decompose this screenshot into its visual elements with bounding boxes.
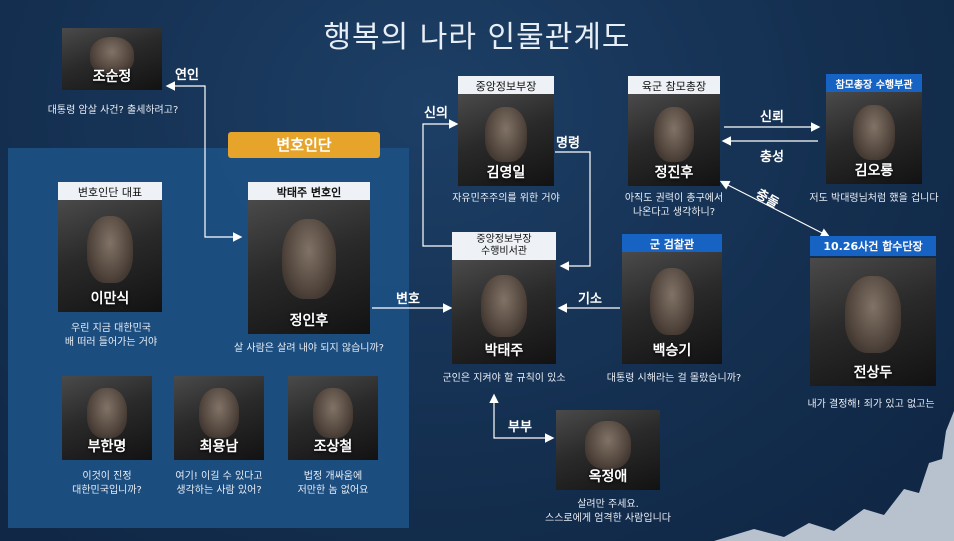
photo-lee: 이만식 (58, 200, 162, 312)
torn-paper-decoration (714, 411, 954, 541)
photo-choi: 최용남 (174, 376, 264, 460)
portrait-lee (87, 215, 133, 283)
photo-jo: 조상철 (288, 376, 378, 460)
line-spouse (489, 393, 555, 443)
role-kim-o: 참모총장 수행부관 (826, 74, 922, 93)
portrait-choi (199, 387, 239, 439)
portrait-jin (653, 106, 695, 163)
portrait-park (481, 274, 527, 337)
photo-ok: 옥정애 (556, 410, 660, 490)
name-lee: 이만식 (90, 291, 130, 307)
name-ok: 옥정애 (588, 469, 628, 485)
photo-boo: 부한명 (62, 376, 152, 460)
role-baek: 군 검찰관 (622, 234, 722, 254)
role-kim-yi: 중앙정보부장 (458, 76, 554, 96)
photo-jeon: 전상두 (810, 258, 936, 386)
quote-choi: 여기! 이길 수 있다고 생각하는 사람 있어? (175, 471, 263, 496)
quote-jo: 법정 개싸움에 저만한 놈 없어요 (297, 471, 369, 496)
photo-kim-o: 김오룡 (826, 92, 922, 184)
name-jo: 조상철 (313, 439, 353, 455)
name-jin: 정진후 (654, 165, 694, 181)
name-cho: 조순정 (92, 69, 132, 85)
quote-jung: 살 사람은 살려 내야 되지 않습니까? (233, 343, 384, 354)
quote-cho: 대통령 암살 사건? 출세하려고? (47, 105, 179, 116)
quote-park: 군인은 지켜야 할 규칙이 있소 (442, 373, 566, 384)
portrait-kim-yi (484, 106, 528, 163)
portrait-ok (585, 421, 631, 470)
line-order (555, 151, 591, 271)
portrait-jo (313, 387, 353, 439)
portrait-boo (87, 387, 127, 439)
portrait-baek (650, 267, 694, 335)
role-jung: 박태주 변호인 (248, 182, 370, 202)
quote-lee: 우린 지금 대한민국 배 떠러 들어가는 거야 (64, 323, 158, 348)
photo-jung: 정인후 (248, 200, 370, 334)
quote-boo: 이것이 진정 대한민국입니까? (72, 471, 142, 496)
name-jeon: 전상두 (853, 365, 893, 381)
photo-kim-yi: 김영일 (458, 94, 554, 186)
photo-baek: 백승기 (622, 252, 722, 364)
relation-trust-left: 신의 (424, 106, 448, 121)
quote-kim-yi: 자유민주주의를 위한 거야 (452, 193, 560, 204)
name-choi: 최용남 (199, 439, 239, 455)
relation-order: 명령 (556, 136, 580, 151)
role-jeon: 10.26사건 합수단장 (810, 236, 936, 256)
role-park: 중앙정보부장 수행비서관 (452, 232, 556, 260)
name-kim-o: 김오룡 (854, 163, 894, 179)
relation-loyalty: 충성 (760, 150, 784, 165)
quote-kim-o: 저도 박대령님처럼 했을 겁니다 (809, 193, 939, 204)
relation-lover: 연인 (175, 68, 199, 83)
quote-baek: 대통령 시해라는 걸 몰랐습니까? (606, 373, 742, 384)
lawyer-group-banner: 변호인단 (228, 132, 380, 158)
relation-trust-right: 신뢰 (760, 110, 784, 125)
name-baek: 백승기 (652, 343, 692, 359)
line-clash (719, 180, 831, 238)
line-lover (165, 81, 243, 242)
role-jin: 육군 참모총장 (628, 76, 720, 96)
portrait-jeon (845, 275, 901, 353)
portrait-kim-o (852, 104, 896, 161)
name-park: 박태주 (484, 343, 524, 359)
name-boo: 부한명 (87, 439, 127, 455)
relation-spouse: 부부 (508, 420, 532, 435)
name-kim-yi: 김영일 (486, 165, 526, 181)
photo-cho: 조순정 (62, 28, 162, 90)
relation-defend: 변호 (396, 292, 420, 307)
photo-park: 박태주 (452, 260, 556, 364)
name-jung: 정인후 (289, 313, 329, 329)
portrait-cho (90, 36, 134, 74)
page-title: 행복의 나라 인물관계도 (323, 20, 631, 55)
quote-jin: 아직도 권력이 총구에서 나온다고 생각하니? (624, 193, 724, 218)
quote-ok: 살려만 주세요. 스스로에게 엄격한 사람입니다 (545, 499, 671, 524)
photo-jin: 정진후 (628, 94, 720, 186)
quote-jeon: 내가 결정해! 죄가 있고 없고는 (807, 399, 935, 410)
role-lee: 변호인단 대표 (58, 182, 162, 202)
portrait-jung (282, 218, 336, 300)
relation-prosecute: 기소 (578, 292, 602, 307)
line-trust-left (422, 119, 459, 247)
